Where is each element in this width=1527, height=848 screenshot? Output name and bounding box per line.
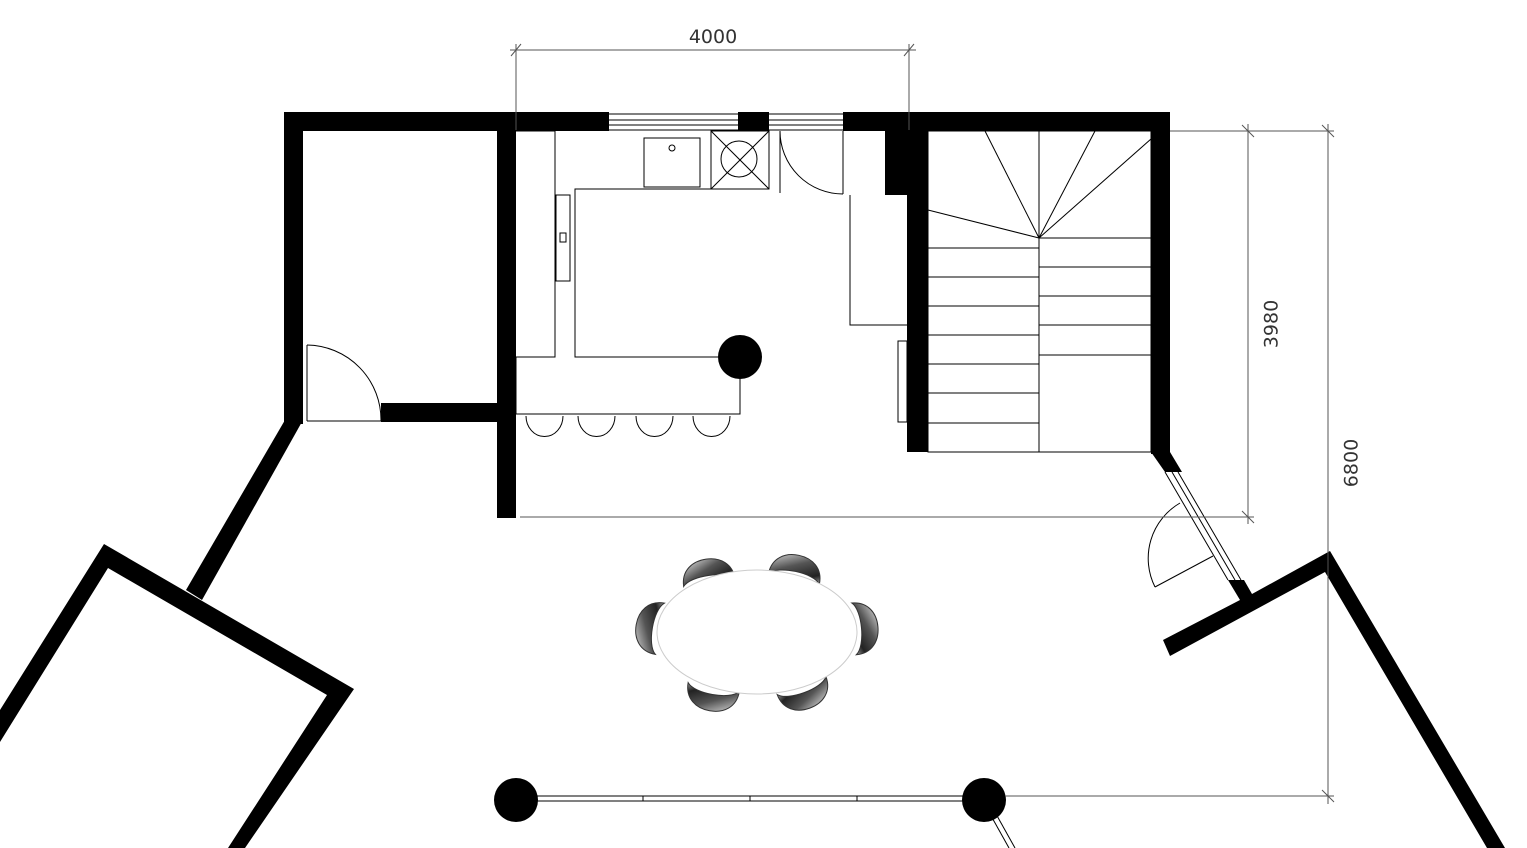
stair-treads-right xyxy=(1039,237,1151,356)
door-jamb-top xyxy=(1151,452,1182,472)
dimension-top-label: 4000 xyxy=(689,26,737,48)
stair-right-wall xyxy=(1151,112,1170,454)
kitchen-counter-left xyxy=(516,130,571,358)
kitchen-wall-stub xyxy=(885,131,909,195)
stair-winders xyxy=(927,130,1152,239)
stair-treads-left xyxy=(928,247,1039,424)
window-bottom xyxy=(517,795,983,802)
storage-left-wall xyxy=(284,112,303,424)
dimension-kitchen-depth-label: 3980 xyxy=(1261,300,1283,348)
top-wall-right xyxy=(843,112,1170,131)
walls xyxy=(0,112,1505,848)
top-wall-left xyxy=(284,112,609,131)
door-side xyxy=(1147,502,1214,588)
dimension-total-depth-label: 6800 xyxy=(1341,439,1363,487)
top-wall-pier xyxy=(738,112,769,131)
stair-left-wall xyxy=(907,131,928,452)
window-top-right xyxy=(769,113,843,131)
column-bottom-left xyxy=(494,778,538,822)
column-bottom-right xyxy=(962,778,1006,822)
sink xyxy=(643,137,701,188)
kitchen-counter-right xyxy=(849,195,907,326)
stove xyxy=(710,130,770,190)
window-angled-right xyxy=(1164,471,1242,581)
window-top-left xyxy=(609,113,738,131)
staircase xyxy=(927,130,1152,453)
wall-cabinet xyxy=(897,340,908,423)
dining-table xyxy=(656,569,858,695)
angled-wall-right xyxy=(1163,551,1505,848)
dining-chair xyxy=(767,554,821,586)
dimension-top: 4000 xyxy=(510,26,916,130)
bay-wall-left xyxy=(0,544,354,848)
dining-chair xyxy=(687,681,741,712)
columns xyxy=(494,335,1006,822)
kitchen-left-wall xyxy=(497,112,516,518)
storage-bottom-wall xyxy=(381,403,499,422)
dining-chair xyxy=(682,558,736,588)
dining-set xyxy=(635,554,879,712)
kitchen xyxy=(515,130,908,438)
doors xyxy=(306,130,1214,588)
door-kitchen-top xyxy=(779,130,844,195)
angled-wall-left xyxy=(186,420,303,600)
dimension-kitchen-depth: 3980 xyxy=(520,124,1283,524)
dining-chair xyxy=(776,675,829,711)
dining-chair xyxy=(850,602,879,656)
door-storage xyxy=(306,344,382,422)
bar-stools xyxy=(525,415,731,438)
dimension-total-depth: 6800 xyxy=(1006,124,1363,804)
column-kitchen xyxy=(718,335,762,379)
dining-chair xyxy=(635,602,666,656)
windows xyxy=(517,113,1242,848)
